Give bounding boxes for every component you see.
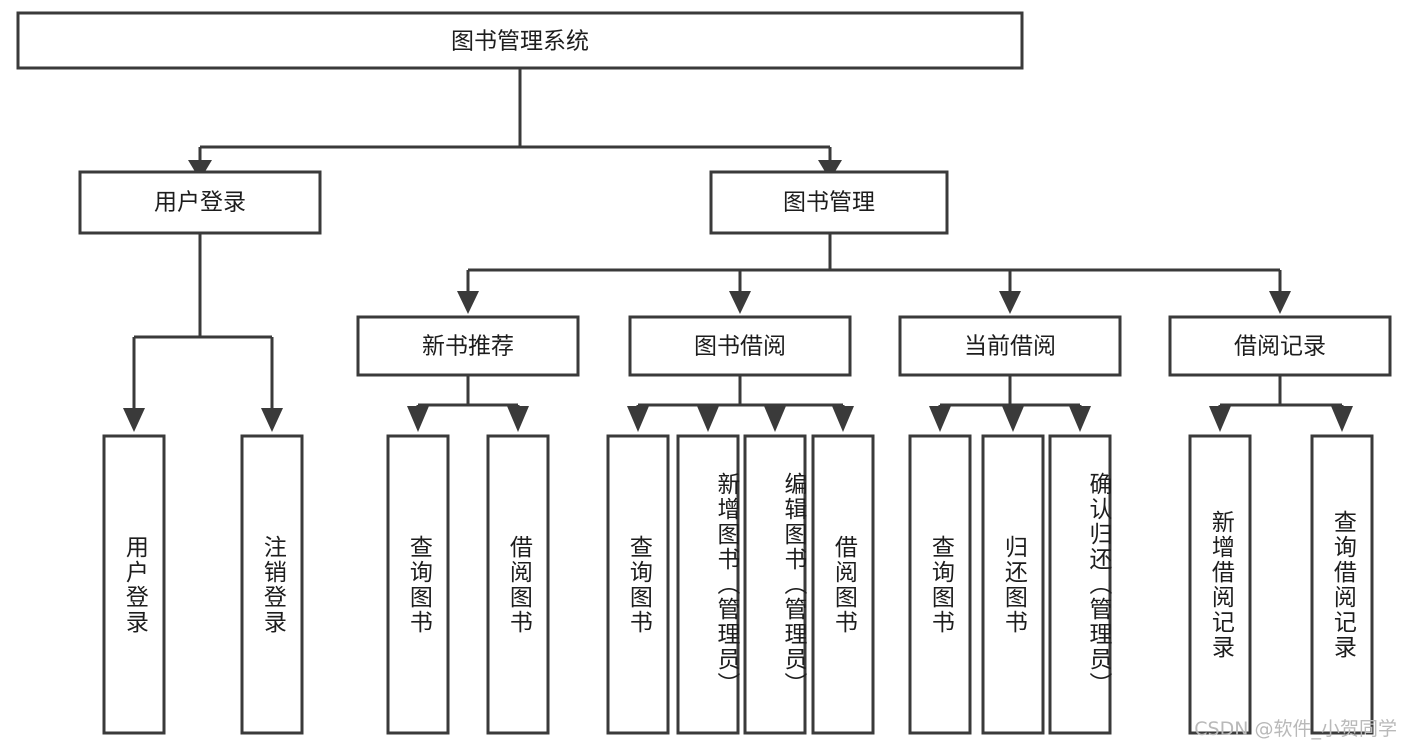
arrowhead-borrowrecord	[1269, 291, 1291, 314]
arrowhead-currentborrow	[999, 291, 1021, 314]
arrowhead-bookborrow-leaf1	[627, 406, 649, 432]
arrowhead-newbook-leaf1	[407, 406, 429, 432]
leaf-box-query-book-current[interactable]	[908, 434, 972, 735]
leaf-box-add-borrow-record[interactable]	[1188, 434, 1252, 735]
arrowhead-borrowrecord-leaf2	[1331, 406, 1353, 432]
arrowhead-bookborrow	[729, 291, 751, 314]
arrowhead-leaf-user-login	[123, 408, 145, 432]
leaf-box-user-login[interactable]	[102, 434, 166, 735]
leaf-box-query-book-new[interactable]	[386, 434, 450, 735]
node-borrow-record-label: 借阅记录	[1234, 334, 1326, 360]
node-book-management[interactable]: 图书管理	[709, 170, 949, 235]
leaf-box-borrow-book[interactable]	[811, 434, 875, 735]
arrowhead-currentborrow-leaf3	[1069, 406, 1091, 432]
arrowhead-newbook-leaf2	[507, 406, 529, 432]
leaf-box-borrow-book-new[interactable]	[486, 434, 550, 735]
node-borrow-record-box[interactable]	[1168, 315, 1392, 377]
node-book-borrow-label: 图书借阅	[694, 334, 786, 360]
arrowhead-bookborrow-leaf3	[764, 406, 786, 432]
leaf-box-query-book-borrow[interactable]	[606, 434, 670, 735]
node-current-borrow[interactable]: 当前借阅	[898, 315, 1122, 377]
arrowhead-user-login	[188, 160, 212, 180]
arrowhead-borrowrecord-leaf1	[1209, 406, 1231, 432]
node-borrow-record[interactable]: 借阅记录	[1168, 315, 1392, 377]
node-root[interactable]: 图书管理系统	[16, 11, 1024, 70]
arrowhead-currentborrow-leaf1	[929, 406, 951, 432]
node-current-borrow-label: 当前借阅	[964, 334, 1056, 360]
connector-group	[123, 68, 1353, 432]
node-current-borrow-box[interactable]	[898, 315, 1122, 377]
node-book-borrow-box[interactable]	[628, 315, 852, 377]
node-user-login-label: 用户登录	[154, 190, 246, 216]
leaf-box-confirm-return-admin[interactable]	[1048, 434, 1112, 735]
node-new-book-recommend-box[interactable]	[356, 315, 580, 377]
arrowhead-newbook	[457, 291, 479, 314]
leaf-box-query-borrow-record[interactable]	[1310, 434, 1374, 735]
node-new-book-recommend[interactable]: 新书推荐	[356, 315, 580, 377]
node-new-book-recommend-label: 新书推荐	[422, 334, 514, 360]
arrowhead-bookborrow-leaf4	[832, 406, 854, 432]
node-book-management-label: 图书管理	[783, 190, 875, 216]
node-user-login[interactable]: 用户登录	[78, 170, 322, 235]
csdn-watermark: CSDN @软件_小贺同学	[1194, 718, 1397, 740]
arrowhead-bookborrow-leaf2	[697, 406, 719, 432]
leaf-box-add-book-admin[interactable]	[676, 434, 740, 735]
leaf-box-logout[interactable]	[240, 434, 304, 735]
leaf-box-group	[102, 434, 1374, 735]
node-book-borrow[interactable]: 图书借阅	[628, 315, 852, 377]
leaf-box-return-book[interactable]	[981, 434, 1045, 735]
leaf-box-edit-book-admin[interactable]	[743, 434, 807, 735]
node-book-management-box[interactable]	[709, 170, 949, 235]
arrowhead-leaf-logout	[261, 408, 283, 432]
node-user-login-box[interactable]	[78, 170, 322, 235]
node-root-label: 图书管理系统	[451, 29, 589, 55]
arrowhead-currentborrow-leaf2	[1002, 406, 1024, 432]
node-root-box[interactable]	[16, 11, 1024, 70]
arrowhead-book-mgmt	[818, 160, 842, 180]
